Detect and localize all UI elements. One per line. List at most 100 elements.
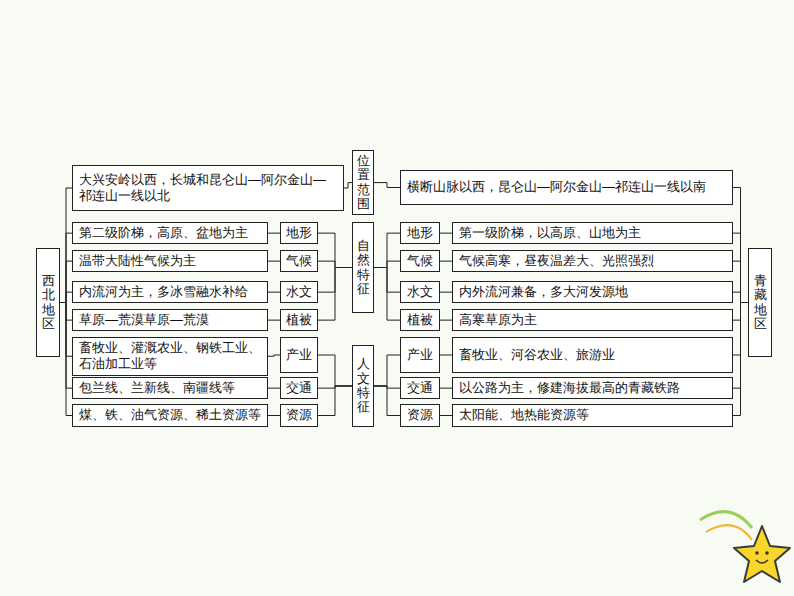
connector [440,261,452,262]
feature-box: 高寒草原为主 [452,309,733,331]
connector [440,388,452,389]
connector [733,188,748,303]
node-text: 交通 [407,380,433,396]
star-eye [765,551,769,555]
category-box: 水文 [400,281,440,303]
node-text: 产业 [286,347,312,363]
feature-box: 以公路为主，修建海拔最高的青藏铁路 [452,377,733,399]
node-text: 畜牧业、河谷农业、旅游业 [459,347,615,363]
category-box: 地形 [280,222,318,244]
category-box: 产业 [400,337,440,373]
connector [440,292,452,293]
category-box: 地形 [400,222,440,244]
connector [318,268,352,321]
node-text: 水文 [286,284,312,300]
feature-box: 太阳能、地热能资源等 [452,404,733,427]
category-box: 气候 [400,250,440,272]
connector [268,320,280,321]
connector [374,268,400,321]
connector [60,261,72,302]
star-icon [734,526,790,582]
connector [60,303,72,416]
region-column: 人文特征 [352,345,374,427]
feature-box: 煤、铁、油气资源、稀土资源等 [72,404,268,427]
connector [60,292,72,302]
feature-box: 大兴安岭以西，长城和昆仑山—阿尔金山—祁连山一线以北 [72,165,344,211]
node-text: 人文特征 [357,357,370,414]
feature-box: 气候高寒，昼夜温差大、光照强烈 [452,250,733,272]
node-text: 植被 [407,312,433,328]
node-text: 青藏地区 [754,274,767,331]
connector [440,233,452,234]
node-text: 包兰线、兰新线、南疆线等 [79,380,235,396]
region-column: 位置范围 [352,150,374,215]
connector [318,233,352,267]
feature-box: 横断山脉以西，昆仑山—阿尔金山—祁连山一线以南 [400,170,733,205]
connector [440,355,452,356]
connector [318,355,352,386]
node-text: 内流河为主，多冰雪融水补给 [79,284,248,300]
node-text: 西北地区 [42,274,55,331]
category-box: 气候 [280,250,318,272]
feature-box: 内流河为主，多冰雪融水补给 [72,281,268,303]
connector [733,292,748,302]
region-column: 西北地区 [36,248,60,357]
connector [374,233,400,267]
connector [60,233,72,302]
category-box: 资源 [400,404,440,427]
node-text: 以公路为主，修建海拔最高的青藏铁路 [459,380,680,396]
connector [733,233,748,302]
connector [60,188,72,303]
category-box: 资源 [280,404,318,427]
region-column: 自然特征 [352,222,374,313]
category-box: 交通 [280,377,318,399]
node-text: 气候 [407,253,433,269]
connector [268,292,280,293]
connector [374,183,400,188]
star-eye [755,551,759,555]
connector [374,386,400,416]
node-text: 大兴安岭以西，长城和昆仑山—阿尔金山—祁连山一线以北 [79,172,337,205]
category-box: 植被 [400,309,440,331]
connector [318,386,352,416]
node-text: 气候高寒，昼夜温差大、光照强烈 [459,253,654,269]
node-text: 第二级阶梯，高原、盆地为主 [79,225,248,241]
category-box: 水文 [280,281,318,303]
node-text: 资源 [286,407,312,423]
connector [268,415,280,416]
node-text: 温带大陆性气候为主 [79,253,196,269]
region-column: 青藏地区 [748,248,772,357]
connector [344,183,352,188]
node-text: 草原—荒漠草原—荒漠 [79,312,209,328]
connector [733,261,748,302]
connector [268,233,280,234]
node-text: 畜牧业、灌溉农业、钢铁工业、石油加工业等 [79,340,261,373]
connector [268,355,280,356]
connector [318,261,352,267]
node-text: 地形 [286,225,312,241]
connector [440,320,452,321]
node-text: 内外流河兼备，多大河发源地 [459,284,628,300]
feature-box: 第一级阶梯，以高原、山地为主 [452,222,733,244]
feature-box: 包兰线、兰新线、南疆线等 [72,377,268,399]
node-text: 水文 [407,284,433,300]
node-text: 地形 [407,225,433,241]
connector [374,261,400,267]
connector [733,303,748,416]
node-text: 位置范围 [357,154,370,211]
node-text: 第一级阶梯，以高原、山地为主 [459,225,641,241]
feature-box: 畜牧业、河谷农业、旅游业 [452,337,733,373]
node-text: 气候 [286,253,312,269]
connector [440,415,452,416]
node-text: 太阳能、地热能资源等 [459,407,589,423]
star-trail [706,525,752,540]
category-box: 交通 [400,377,440,399]
node-text: 横断山脉以西，昆仑山—阿尔金山—祁连山一线以南 [407,179,706,195]
feature-box: 第二级阶梯，高原、盆地为主 [72,222,268,244]
connector [268,388,280,389]
star-mouth [756,560,768,563]
node-text: 交通 [286,380,312,396]
category-box: 产业 [280,337,318,373]
node-text: 煤、铁、油气资源、稀土资源等 [79,407,261,423]
